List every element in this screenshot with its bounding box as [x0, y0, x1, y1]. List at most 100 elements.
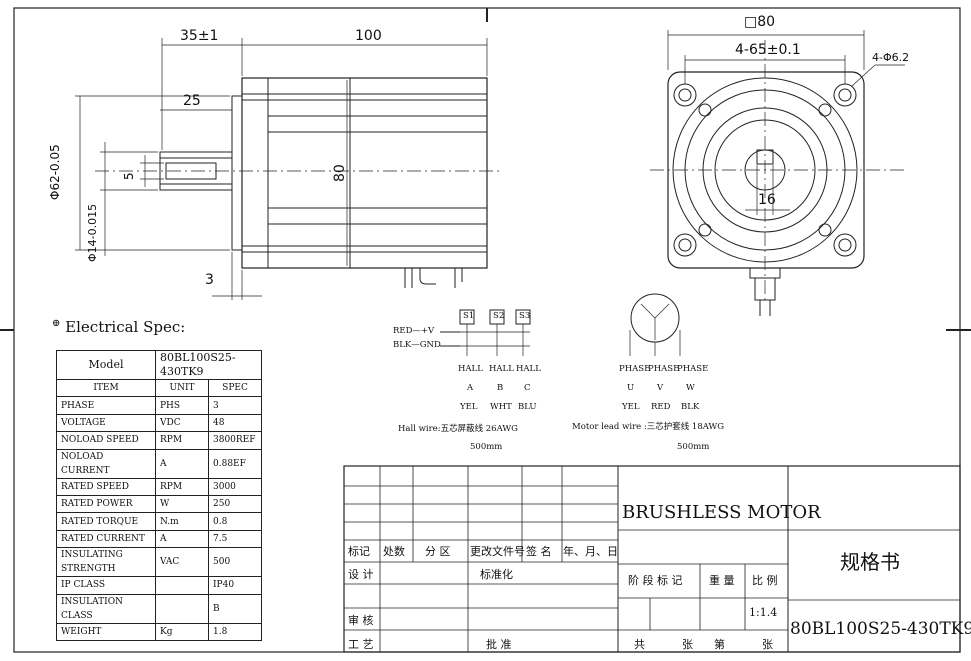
bullet-icon: ⊕ — [52, 318, 61, 329]
dim-body-length: 100 — [355, 28, 382, 44]
dim-flange-thickness: 3 — [205, 272, 214, 288]
dim-keyway: 16 — [758, 192, 776, 208]
hall-color-b: WHT — [490, 402, 512, 412]
spec-item: PHASE — [56, 396, 156, 415]
label-gong: 共 — [634, 638, 645, 651]
spec-unit: W — [155, 494, 209, 514]
spec-unit: RPM — [155, 477, 209, 496]
spec-unit: A — [155, 448, 209, 479]
dim-holes: 4-Φ6.2 — [872, 51, 910, 64]
spec-unit: VAC — [155, 547, 209, 578]
spec-item: RATED CURRENT — [56, 529, 156, 549]
spec-item: IP CLASS — [56, 576, 156, 595]
hall-sensor-1: S1 — [463, 311, 475, 321]
label-sheji: 设 计 — [348, 568, 374, 581]
dim-body-height: 80 — [332, 164, 348, 182]
spec-model-row: Model 80BL100S25-430TK9 — [56, 350, 262, 380]
spec-header-unit: UNIT — [155, 378, 209, 398]
label-qianming: 签 名 — [526, 545, 552, 558]
dim-shaft-diameter: Φ14-0.015 — [86, 203, 99, 262]
dim-flange-diameter: Φ62-0.05 — [48, 144, 62, 200]
dim-square: □80 — [744, 14, 776, 30]
phase-letter-v: V — [657, 383, 664, 393]
dim-key: 5 — [122, 172, 136, 180]
spec-unit: PHS — [155, 396, 209, 415]
dim-shaft-length: 25 — [183, 93, 201, 109]
dim-flange-length: 35±1 — [180, 28, 219, 44]
phase-letter-w: W — [686, 383, 695, 393]
hall-sensor-3: S3 — [519, 311, 531, 321]
phase-label-v: PHASE — [648, 364, 680, 374]
spec-value: IP40 — [208, 576, 262, 595]
label-genggai: 更改文件号 — [470, 545, 525, 558]
label-jieduan: 阶 段 标 记 — [628, 574, 683, 587]
model-number: 80BL100S25-430TK9 — [790, 619, 971, 639]
label-gongyi: 工 艺 — [348, 638, 374, 651]
spec-unit: N.m — [155, 512, 209, 531]
hall-color-c: BLU — [518, 402, 537, 412]
phase-label-w: PHASE — [677, 364, 709, 374]
spec-header-row: ITEM UNIT SPEC — [56, 378, 262, 398]
spec-value: 7.5 — [208, 529, 262, 549]
document-type: 规格书 — [840, 550, 900, 574]
hall-letter-b: B — [497, 383, 504, 393]
spec-unit — [155, 593, 209, 624]
phase-color-u: YEL — [622, 402, 640, 412]
hall-label-c: HALL — [516, 364, 541, 374]
phase-color-v: RED — [651, 402, 671, 412]
spec-item: RATED POWER — [56, 494, 156, 514]
spec-value: 3800REF — [208, 431, 262, 450]
hall-label-b: HALL — [489, 364, 514, 374]
spec-item: RATED TORQUE — [56, 512, 156, 531]
motor-wire-spec: Motor lead wire :三芯护套线 18AWG — [572, 422, 725, 432]
wire-blk-label: BLK—GND — [393, 340, 441, 350]
label-di: 第 — [714, 638, 725, 651]
spec-unit: A — [155, 529, 209, 549]
spec-item: INSULATION CLASS — [56, 593, 156, 624]
label-shenhe: 审 核 — [348, 614, 374, 627]
label-zhongliang: 重 量 — [709, 574, 735, 587]
spec-value: 0.8 — [208, 512, 262, 531]
label-zhang2: 张 — [762, 638, 773, 651]
hall-wire-length: 500mm — [470, 442, 503, 452]
spec-item: WEIGHT — [56, 622, 156, 641]
label-zhang: 张 — [682, 638, 693, 651]
spec-unit — [155, 576, 209, 595]
spec-title: ⊕ Electrical Spec: — [52, 318, 186, 336]
spec-value: 3 — [208, 396, 262, 415]
label-chushu: 处数 — [383, 545, 405, 558]
label-date: 年、月、日 — [563, 545, 618, 558]
spec-item: RATED SPEED — [56, 477, 156, 496]
motor-wire-length: 500mm — [677, 442, 710, 452]
spec-item: INSULATING STRENGTH — [56, 547, 156, 578]
hall-wire-spec: Hall wire:五芯屏蔽线 26AWG — [398, 424, 518, 434]
spec-row: IP CLASS IP40 — [56, 576, 262, 595]
spec-item: VOLTAGE — [56, 413, 156, 433]
hall-color-a: YEL — [460, 402, 478, 412]
spec-value: 1.8 — [208, 622, 262, 641]
phase-letter-u: U — [627, 383, 635, 393]
spec-header-item: ITEM — [56, 378, 156, 398]
hall-sensor-2: S2 — [493, 311, 505, 321]
spec-value: 500 — [208, 547, 262, 578]
hall-letter-c: C — [524, 383, 531, 393]
label-fenqu: 分 区 — [425, 545, 451, 558]
spec-value: 0.88EF — [208, 448, 262, 479]
label-pizhun: 批 准 — [486, 638, 512, 651]
label-biaoji: 标记 — [348, 545, 370, 558]
spec-value: B — [208, 593, 262, 624]
spec-item: NOLOAD CURRENT — [56, 448, 156, 479]
wire-red-label: RED—+V — [393, 326, 435, 336]
phase-color-w: BLK — [681, 402, 700, 412]
